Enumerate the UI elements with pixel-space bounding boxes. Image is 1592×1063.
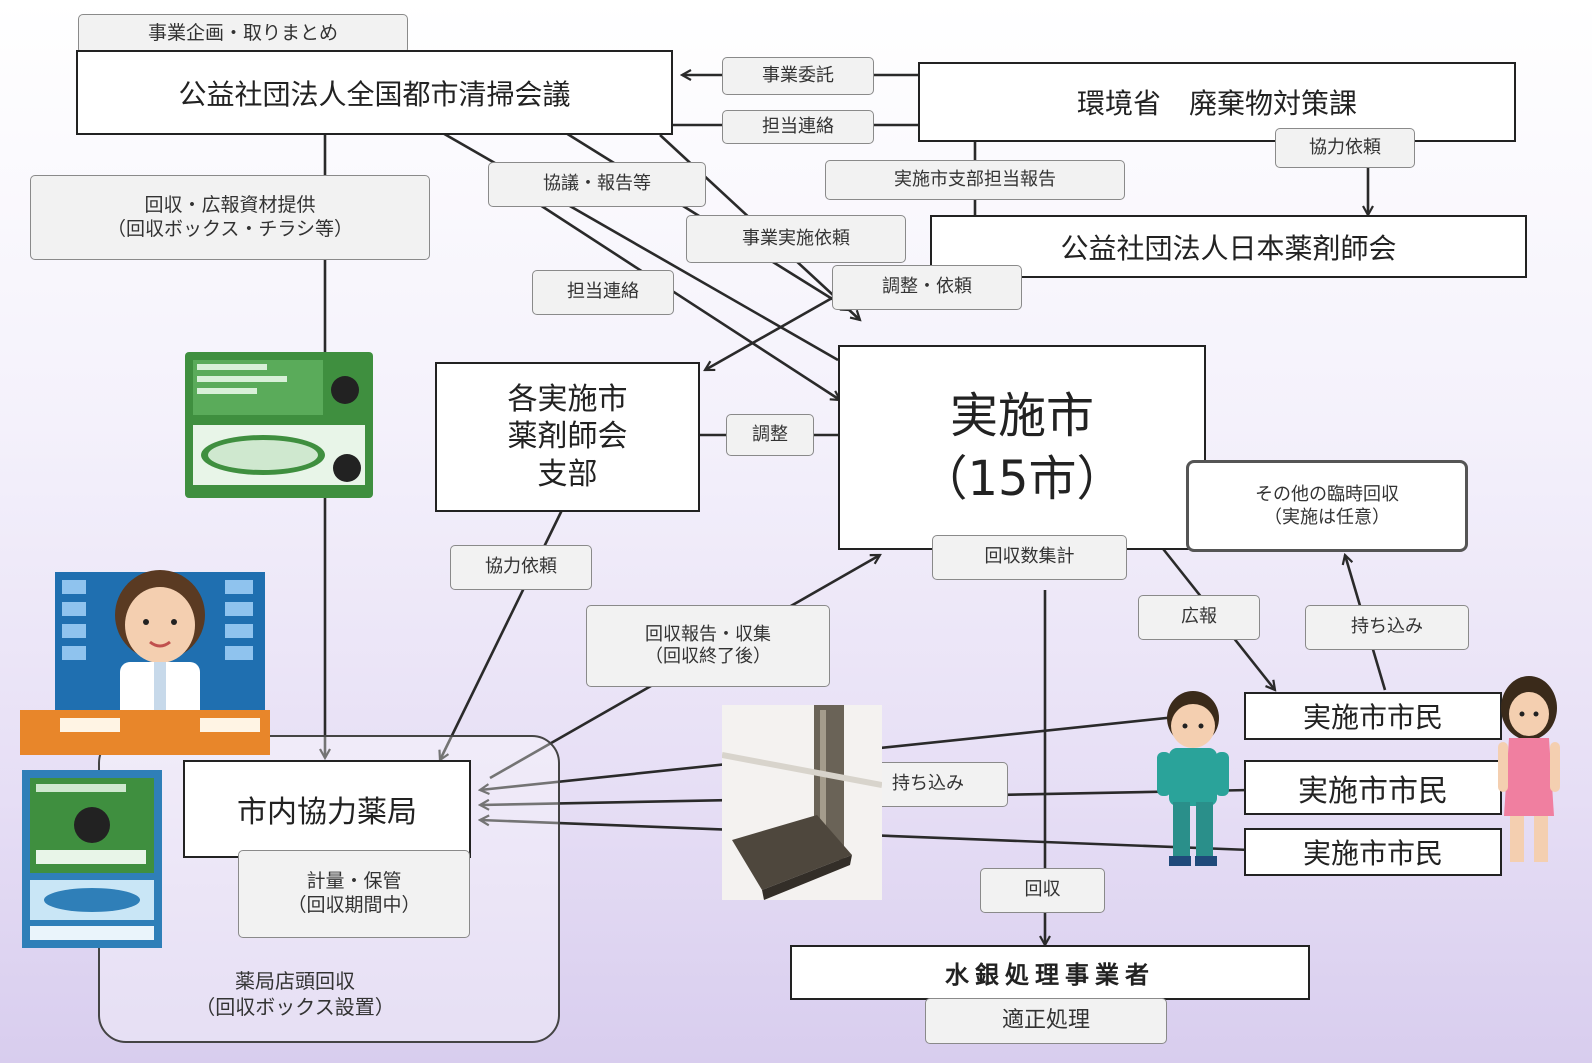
tag-proper-treatment: 適正処理: [925, 998, 1167, 1044]
tag-weigh-store: 計量・保管 （回収期間中）: [238, 850, 470, 938]
box-citizen-1: 実施市市民: [1244, 692, 1502, 740]
tag-coop-request-2: 協力依頼: [450, 545, 592, 590]
tag-coop-request-1: 協力依頼: [1275, 128, 1415, 168]
collection-box-icon: [183, 350, 375, 500]
box-ministry: 環境省 廃棄物対策課: [918, 62, 1516, 142]
tag-adjust: 調整: [726, 414, 814, 456]
tag-collect: 回収: [980, 868, 1105, 913]
box-citizen-2: 実施市市民: [1244, 760, 1502, 815]
box-pharma-assoc: 公益社団法人日本薬剤師会: [930, 215, 1527, 278]
box-pharmacy: 市内協力薬局: [183, 760, 471, 858]
box-branch: 各実施市 薬剤師会 支部: [435, 362, 700, 512]
tag-branch-report: 実施市支部担当報告: [825, 160, 1125, 200]
tag-contact-liaison: 担当連絡: [722, 110, 874, 144]
tag-collection-total: 回収数集計: [932, 535, 1127, 580]
thermometer-icon: [721, 705, 883, 900]
flyer-icon: [22, 770, 162, 948]
box-citizen-3: 実施市市民: [1244, 828, 1502, 876]
tag-implementation-request: 事業実施依頼: [686, 215, 906, 263]
tag-collection-report: 回収報告・収集 （回収終了後）: [586, 605, 830, 687]
tag-consult-report: 協議・報告等: [488, 162, 706, 207]
box-disposal: 水銀処理事業者: [790, 945, 1310, 1000]
tag-publicity: 広報: [1138, 595, 1260, 640]
pharmacist-icon: [20, 560, 270, 755]
tag-adjust-request: 調整・依頼: [832, 265, 1022, 310]
girl-icon: [1494, 676, 1564, 866]
box-city: 実施市 （15市）: [838, 345, 1206, 550]
tag-planning: 事業企画・取りまとめ: [78, 14, 408, 54]
tag-bring-in-1: 持ち込み: [1305, 605, 1469, 650]
store-collection-label: 薬局店頭回収 （回収ボックス設置）: [195, 969, 395, 1019]
tag-contact-liaison-2: 担当連絡: [532, 270, 674, 315]
boy-icon: [1152, 690, 1234, 870]
tag-business-consign: 事業委託: [722, 57, 874, 95]
box-other-collection: その他の臨時回収 （実施は任意）: [1186, 460, 1468, 552]
box-national-assoc: 公益社団法人全国都市清掃会議: [76, 50, 673, 135]
tag-materials: 回収・広報資材提供 （回収ボックス・チラシ等）: [30, 175, 430, 260]
